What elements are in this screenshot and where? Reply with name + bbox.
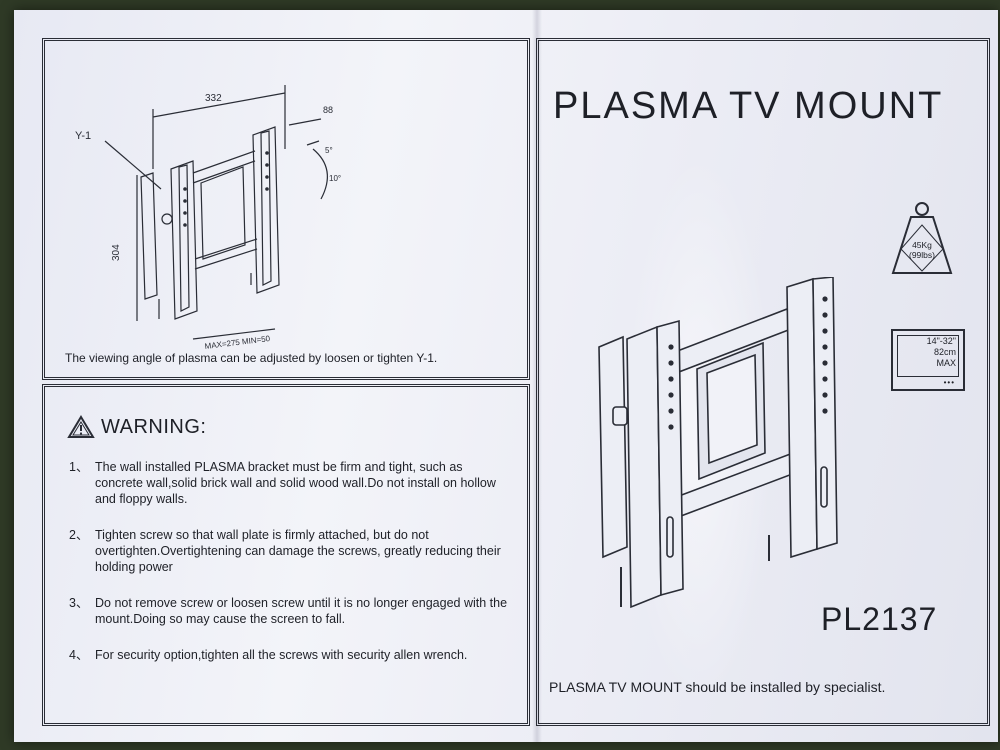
- warning-title: WARNING:: [101, 415, 207, 438]
- bracket-dimension-drawing: 332 88 304 5° 10° Y-1 MAX=275 MIN=50: [75, 85, 341, 349]
- item-text: Tighten screw so that wall plate is firm…: [95, 528, 501, 574]
- angle-1-label: 5°: [325, 146, 333, 155]
- size-max: MAX: [936, 358, 956, 368]
- warning-panel: WARNING: 1、 The wall installed PLASMA br…: [42, 384, 530, 726]
- product-title: PLASMA TV MOUNT: [553, 85, 944, 127]
- angle-2-label: 10°: [329, 174, 341, 183]
- model-number: PL2137: [821, 601, 938, 637]
- weight-lbs: (99lbs): [909, 250, 935, 260]
- instruction-sheet: 332 88 304 5° 10° Y-1 MAX=275 MIN=50 The…: [14, 10, 998, 742]
- warning-list: 1、 The wall installed PLASMA bracket mus…: [69, 459, 509, 683]
- item-text: For security option,tighten all the scre…: [95, 648, 468, 662]
- screen-buttons-icon: •••: [943, 378, 955, 387]
- list-item: 3、 Do not remove screw or loosen screw u…: [69, 595, 509, 627]
- size-range: 14"-32": [926, 336, 956, 346]
- dim-height-label: 304: [111, 244, 122, 261]
- size-cm: 82cm: [933, 347, 956, 357]
- item-number: 4、: [69, 648, 89, 662]
- list-item: 2、 Tighten screw so that wall plate is f…: [69, 527, 509, 575]
- item-number: 2、: [69, 528, 89, 542]
- item-text: Do not remove screw or loosen screw unti…: [95, 596, 508, 626]
- dim-depth-label: 88: [323, 105, 333, 115]
- dim-width-label: 332: [205, 93, 222, 104]
- warning-header: WARNING:: [67, 415, 206, 439]
- list-item: 1、 The wall installed PLASMA bracket mus…: [69, 459, 509, 507]
- diagram-caption: The viewing angle of plasma can be adjus…: [65, 351, 438, 365]
- weight-capacity-badge: 45Kg (99lbs): [891, 201, 953, 282]
- warning-triangle-icon: [67, 415, 95, 438]
- bracket-product-illustration: [598, 277, 838, 609]
- diagram-panel: 332 88 304 5° 10° Y-1 MAX=275 MIN=50 The…: [42, 38, 530, 380]
- installation-note: PLASMA TV MOUNT should be installed by s…: [549, 679, 886, 695]
- weight-kg: 45Kg: [912, 240, 932, 250]
- item-number: 3、: [69, 596, 89, 610]
- screen-icon: 14"-32" 82cm MAX: [897, 335, 959, 377]
- part-y1-label: Y-1: [75, 130, 91, 142]
- screen-size-badge: 14"-32" 82cm MAX •••: [891, 329, 965, 391]
- product-panel: PLASMA TV MOUNT 45Kg (99lbs) 14"-32" 82c…: [536, 38, 990, 726]
- item-number: 1、: [69, 460, 89, 474]
- weight-icon: [891, 202, 953, 274]
- item-text: The wall installed PLASMA bracket must b…: [95, 460, 496, 506]
- list-item: 4、 For security option,tighten all the s…: [69, 647, 509, 663]
